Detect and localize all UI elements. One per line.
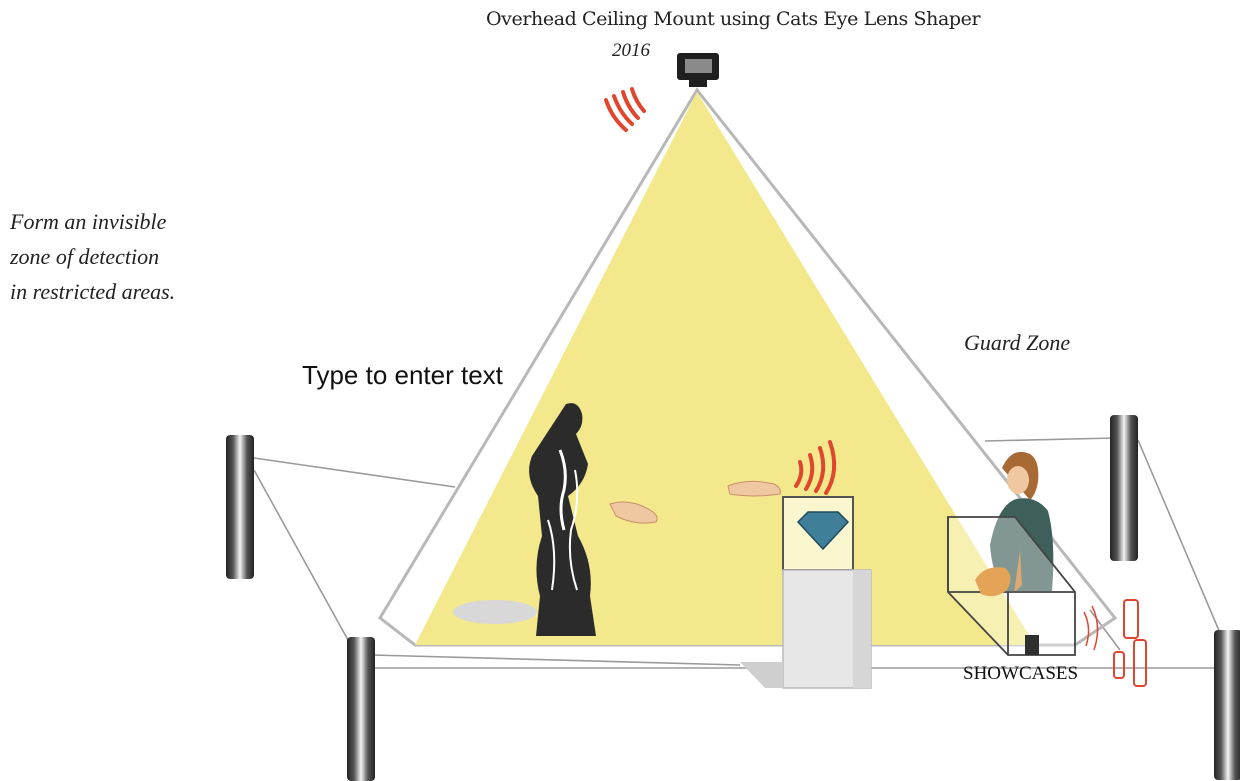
sensor-tags — [1114, 600, 1146, 686]
showcases-label: SHOWCASES — [963, 663, 1078, 685]
guard-zone-label: Guard Zone — [964, 330, 1070, 356]
note-line: zone of detection — [10, 239, 175, 274]
corner-post — [226, 435, 254, 579]
text-entry-placeholder[interactable]: Type to enter text — [302, 360, 503, 391]
detection-note: Form an invisible zone of detection in r… — [10, 204, 175, 309]
corner-post — [347, 637, 375, 781]
diagram-title: Overhead Ceiling Mount using Cats Eye Le… — [486, 8, 980, 30]
signal-waves-icon — [606, 89, 644, 130]
note-line: Form an invisible — [10, 204, 175, 239]
corner-post — [1214, 630, 1240, 780]
note-line: in restricted areas. — [10, 274, 175, 309]
corner-post — [1110, 415, 1138, 561]
diagram-year: 2016 — [612, 40, 650, 62]
reaching-hand-right — [728, 481, 780, 496]
detection-zone — [415, 92, 1035, 645]
ceiling-sensor-icon — [677, 53, 719, 87]
